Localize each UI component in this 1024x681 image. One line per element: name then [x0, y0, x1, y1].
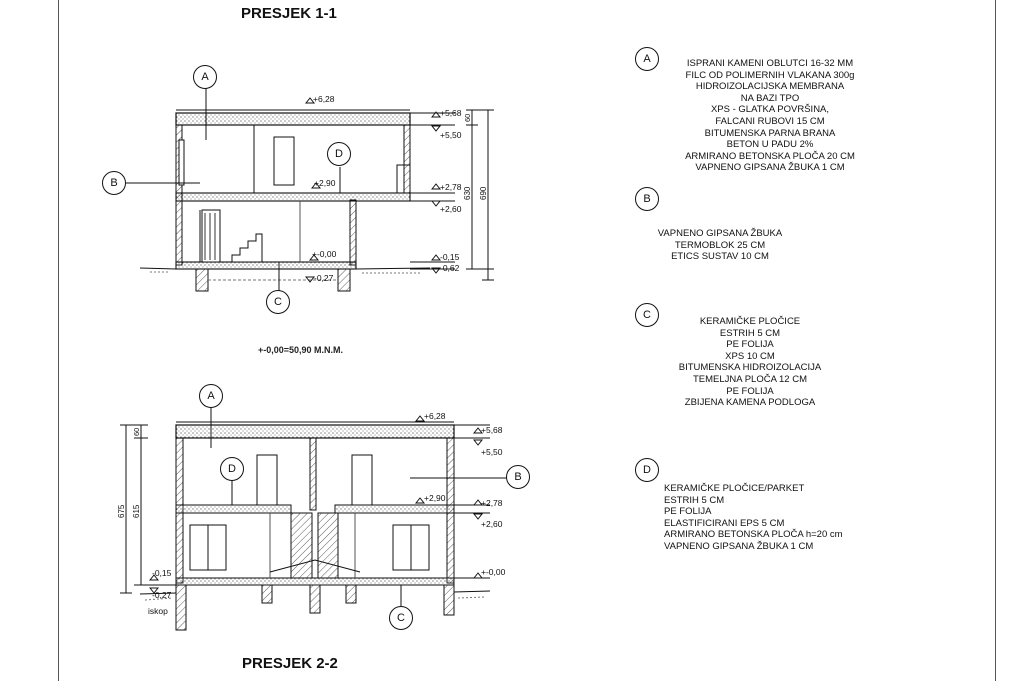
- s2-door-upper-right: [351, 454, 373, 506]
- legend-c-line: ESTRIH 5 CM: [719, 327, 781, 339]
- s1-mid-slab: [175, 192, 411, 202]
- legend-a-line: HIDROIZOLACIJSKA MEMBRANA: [695, 81, 845, 93]
- legend-marker-b: B: [635, 187, 659, 211]
- s2-roof-slab: [175, 424, 455, 439]
- legend-a-line: BITUMENSKA PARNA BRANA: [704, 127, 836, 139]
- s1-level-000: +-0,00: [312, 249, 337, 259]
- s2-excavation-label: iskop: [148, 606, 168, 616]
- legend-c-line: XPS 10 CM: [725, 350, 775, 362]
- legend-d-layers: KERAMIČKE PLOČICE/PARKET ESTRIH 5 CM PE …: [664, 483, 874, 553]
- legend-d-line: VAPNENO GIPSANA ŽBUKA 1 CM: [664, 540, 814, 552]
- s1-stairs: [231, 233, 263, 263]
- section-1-title: PRESJEK 1-1: [241, 5, 337, 22]
- s2-door-upper-left: [256, 454, 278, 506]
- s1-marker-a: A: [193, 65, 217, 89]
- legend-c-line: KERAMIČKE PLOČICE: [699, 316, 801, 327]
- legend-a-layers: ISPRANI KAMENI OBLUTCI 16-32 MM FILC OD …: [670, 58, 870, 174]
- legend-d-line: ESTRIH 5 CM: [664, 494, 725, 506]
- legend-d-line: KERAMIČKE PLOČICE/PARKET: [664, 483, 805, 494]
- legend-c-line: TEMELJNA PLOČA 12 CM: [692, 373, 808, 385]
- legend-a-line: ARMIRANO BETONSKA PLOČA 20 CM: [685, 150, 855, 162]
- legend-b-line: VAPNENO GIPSANA ŽBUKA: [657, 228, 783, 239]
- s2-ground-slab: [175, 577, 455, 586]
- legend-a-line: FILC OD POLIMERNIH VLAKANA 300g: [685, 69, 855, 81]
- s2-level-000: +-0,00: [481, 567, 506, 577]
- s1-dim-60: 60: [463, 114, 472, 122]
- s1-ground-slab: [175, 261, 357, 270]
- legend-c-line: BITUMENSKA HIDROIZOLACIJA: [678, 362, 822, 374]
- s2-mid-slab-right: [334, 504, 455, 514]
- s2-level-568: +5,68: [481, 425, 503, 435]
- s1-marker-d: D: [327, 142, 351, 166]
- legend-c-line: ZBIJENA KAMENA PODLOGA: [684, 397, 816, 409]
- s1-door-upper: [273, 136, 295, 186]
- s1-level-027: -0,27: [314, 273, 334, 283]
- s2-marker-b: B: [506, 465, 530, 489]
- s1-level-278: +2,78: [440, 182, 462, 192]
- sheet-border-right: [995, 0, 996, 681]
- s1-level-015: -0,15: [440, 252, 460, 262]
- legend-a-line: ISPRANI KAMENI OBLUTCI 16-32 MM: [686, 58, 854, 69]
- s1-window-upper-left: [178, 139, 185, 186]
- s1-level-550: +5,50: [440, 130, 462, 140]
- s1-roof-slab: [175, 112, 411, 126]
- s2-stairs-left: [290, 512, 313, 579]
- s2-ground: [139, 590, 491, 595]
- section-2-title: PRESJEK 2-2: [242, 655, 338, 672]
- legend-d-line: PE FOLIJA: [664, 506, 712, 518]
- s2-mid-slab: [175, 504, 292, 514]
- s2-dim-615: 615: [132, 504, 141, 518]
- sheet-border-left: [58, 0, 59, 681]
- s1-marker-b: B: [102, 171, 126, 195]
- s1-level-260: +2,60: [440, 204, 462, 214]
- s2-marker-a: A: [199, 384, 223, 408]
- s2-level-290: +2,90: [424, 493, 446, 503]
- s1-ground: [139, 267, 431, 270]
- s2-dim-675: 675: [117, 504, 126, 518]
- legend-d-line: ELASTIFICIRANI EPS 5 CM: [664, 517, 785, 529]
- legend-marker-d: D: [635, 458, 659, 482]
- legend-b-line: TERMOBLOK 25 CM: [674, 239, 766, 251]
- s1-level-290: +2,90: [314, 178, 336, 188]
- s1-dim-630: 630: [463, 186, 472, 200]
- s1-level-roof: +6,28: [313, 94, 335, 104]
- reference-level-note: +-0,00=50,90 M.N.M.: [258, 345, 344, 355]
- s1-dim-690: 690: [479, 186, 488, 200]
- legend-d-line: ARMIRANO BETONSKA PLOČA h=20 cm: [664, 529, 843, 541]
- s2-center-wall: [309, 437, 317, 511]
- s1-level-568: +5,68: [440, 108, 462, 118]
- legend-marker-c: C: [635, 303, 659, 327]
- legend-a-line: XPS - GLATKA POVRŠINA,: [710, 104, 830, 116]
- legend-a-line: VAPNENO GIPSANA ŽBUKA 1 CM: [695, 162, 845, 174]
- legend-c-layers: KERAMIČKE PLOČICE ESTRIH 5 CM PE FOLIJA …: [655, 316, 845, 409]
- s2-level-roof: +6,28: [424, 411, 446, 421]
- s2-level-texts: +6,28 +5,68 +5,50 +2,90 +2,78 +2,60 +-0,…: [117, 411, 506, 616]
- s2-level-260: +2,60: [481, 519, 503, 529]
- s2-dim-60: 60: [132, 428, 141, 436]
- s2-level-027: -0,27: [152, 590, 172, 600]
- legend-a-line: BETON U PADU 2%: [726, 139, 814, 151]
- s1-marker-c: C: [266, 290, 290, 314]
- legend-b-line: ETICS SUSTAV 10 CM: [671, 251, 769, 263]
- s1-level-062: -0,62: [440, 263, 460, 273]
- legend-c-line: PE FOLIJA: [726, 385, 774, 397]
- legend-marker-a: A: [635, 47, 659, 71]
- s2-marker-c: C: [389, 606, 413, 630]
- s2-stairs-right: [317, 512, 339, 579]
- legend-a-line: NA BAZI TPO: [740, 92, 800, 104]
- s1-level-texts: +6,28 +5,68 +5,50 +2,90 +2,78 +2,60 +-0,…: [312, 94, 488, 283]
- s2-level-278: +2,78: [481, 498, 503, 508]
- legend-b-layers: VAPNENO GIPSANA ŽBUKA TERMOBLOK 25 CM ET…: [630, 228, 810, 263]
- legend-c-line: PE FOLIJA: [726, 339, 774, 351]
- legend-a-line: FALCANI RUBOVI 15 CM: [715, 115, 825, 127]
- s2-level-015: -0,15: [152, 568, 172, 578]
- s2-level-550: +5,50: [481, 447, 503, 457]
- s2-marker-d: D: [220, 457, 244, 481]
